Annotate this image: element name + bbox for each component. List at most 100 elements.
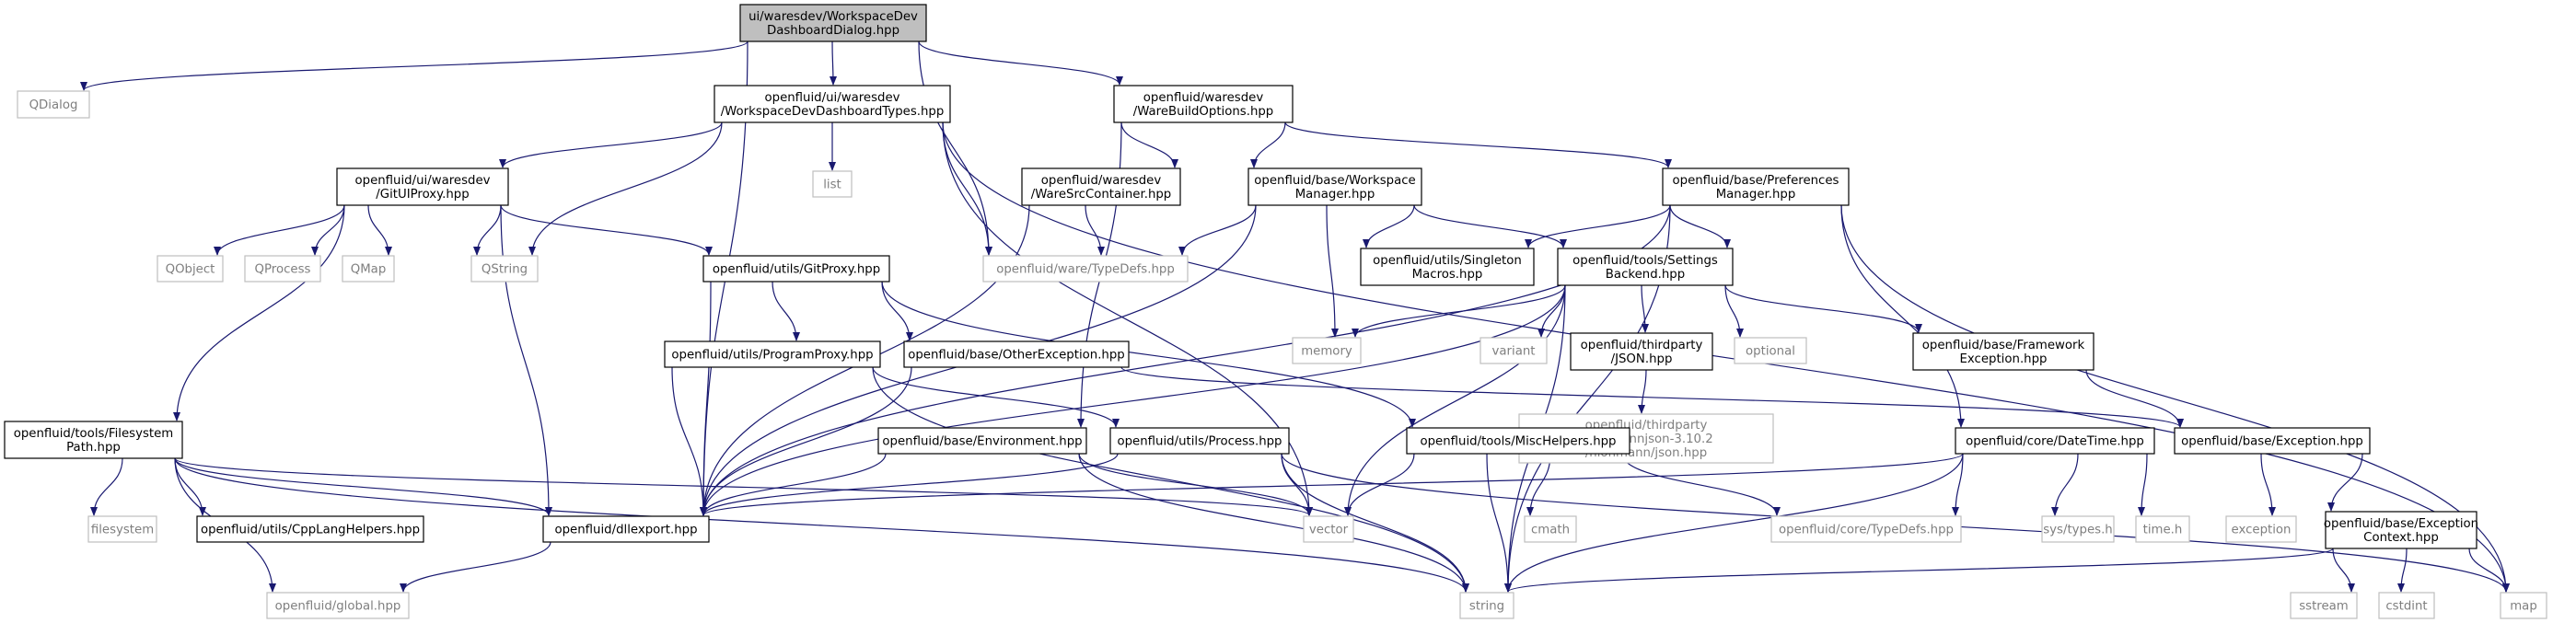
node-memory: memory xyxy=(1292,337,1362,364)
node-box xyxy=(903,340,1130,368)
node-box xyxy=(1557,248,1734,286)
edge-wsmanager-to-singleton xyxy=(1363,204,1415,248)
node-box xyxy=(1292,337,1362,364)
node-label: /WorkspaceDevDashboardTypes.hpp xyxy=(721,105,945,119)
edge-gituiproxy-to-qmap xyxy=(367,204,392,256)
node-label: openfluid/ware/TypeDefs.hpp xyxy=(996,263,1175,277)
node-dashtypes[interactable]: openfluid/ui/waresdev/WorkspaceDevDashbo… xyxy=(714,85,951,123)
node-label: openfluid/ui/waresdev xyxy=(355,174,491,188)
node-label: Context.hpp xyxy=(2363,531,2439,545)
node-stdexception: exception xyxy=(2225,515,2297,543)
node-box xyxy=(1109,427,1290,455)
node-exception[interactable]: openfluid/base/Exception.hpp xyxy=(2174,427,2371,455)
edge-mischelpers-to-vector xyxy=(1344,453,1415,516)
node-label: vector xyxy=(1309,524,1349,537)
node-otherexc[interactable]: openfluid/base/OtherException.hpp xyxy=(903,340,1130,368)
node-waretypedefs: openfluid/ware/TypeDefs.hpp xyxy=(982,255,1189,283)
node-mischelpers[interactable]: openfluid/tools/MiscHelpers.hpp xyxy=(1406,427,1630,455)
node-map: map xyxy=(2500,592,2547,619)
node-label: openfluid/core/TypeDefs.hpp xyxy=(1779,524,1954,537)
node-root[interactable]: ui/waresdev/WorkspaceDevDashboardDialog.… xyxy=(739,4,927,42)
node-box xyxy=(542,515,710,543)
node-box xyxy=(1021,167,1181,206)
node-label: openfluid/global.hpp xyxy=(275,600,401,614)
node-label: openfluid/thirdparty xyxy=(1581,339,1703,352)
edge-process-to-string xyxy=(1281,453,1469,593)
edge-fspath-to-filesystem xyxy=(90,457,123,516)
edge-waresrc-to-waretypedefs xyxy=(1085,204,1105,256)
edge-fspath-to-vector xyxy=(174,457,1313,516)
edge-buildopts-to-prefmanager xyxy=(1284,121,1672,168)
node-json[interactable]: openfluid/thirdparty/JSON.hpp xyxy=(1570,332,1713,371)
node-qdialog: QDialog xyxy=(17,90,90,119)
node-label: Manager.hpp xyxy=(1295,188,1375,202)
node-qprocess: QProcess xyxy=(244,255,321,283)
edge-prefmanager-to-settings xyxy=(1669,204,1731,248)
node-box xyxy=(982,255,1189,283)
node-buildopts[interactable]: openfluid/waresdev/WareBuildOptions.hpp xyxy=(1113,85,1294,123)
node-box xyxy=(17,90,90,119)
edge-prefmanager-to-singleton xyxy=(1525,204,1671,248)
node-label: openfluid/base/Exception.hpp xyxy=(2181,435,2363,449)
edge-datetime-to-timeh xyxy=(2138,453,2148,516)
edge-exccontext-to-cstdint xyxy=(2397,548,2408,593)
edge-datetime-to-coretypedefs xyxy=(1952,453,1964,516)
node-label: ui/waresdev/WorkspaceDev xyxy=(748,10,918,24)
node-coretypedefs: openfluid/core/TypeDefs.hpp xyxy=(1770,515,1962,543)
node-list: list xyxy=(812,170,853,198)
node-label: openfluid/base/Environment.hpp xyxy=(882,435,1082,449)
edge-wsmanager-to-memory xyxy=(1326,204,1339,338)
node-timeh: time.h xyxy=(2135,515,2190,543)
node-waresrc[interactable]: openfluid/waresdev/WareSrcContainer.hpp xyxy=(1021,167,1181,206)
node-box xyxy=(812,170,853,198)
node-box xyxy=(1459,592,1514,619)
node-gituiproxy[interactable]: openfluid/ui/waresdev/GitUIProxy.hpp xyxy=(336,167,509,206)
edge-gituiproxy-to-qstring xyxy=(473,204,502,256)
node-label: sys/types.h xyxy=(2043,524,2113,537)
node-env[interactable]: openfluid/base/Environment.hpp xyxy=(877,427,1087,455)
edge-fspath-to-string xyxy=(174,457,1469,593)
edge-root-to-qdialog xyxy=(80,40,748,91)
edge-datetime-to-dllexport xyxy=(700,453,1964,516)
edge-fspath-to-dllexport xyxy=(174,457,552,516)
node-dllexport[interactable]: openfluid/dllexport.hpp xyxy=(542,515,710,543)
node-box xyxy=(87,515,157,543)
node-cpplang[interactable]: openfluid/utils/CppLangHelpers.hpp xyxy=(196,515,424,543)
node-process[interactable]: openfluid/utils/Process.hpp xyxy=(1109,427,1290,455)
edge-env-to-vector xyxy=(1078,453,1313,516)
edge-exception-to-exccontext xyxy=(2327,453,2363,512)
node-label: time.h xyxy=(2143,524,2183,537)
node-box xyxy=(470,255,539,283)
node-label: /GitUIProxy.hpp xyxy=(376,188,469,202)
node-label: filesystem xyxy=(91,524,154,537)
edge-wsmanager-to-settings xyxy=(1413,204,1567,248)
edge-wsmanager-to-waretypedefs xyxy=(1178,204,1257,256)
node-label: openfluid/dllexport.hpp xyxy=(554,524,697,537)
node-box xyxy=(244,255,321,283)
node-qobject: QObject xyxy=(157,255,224,283)
node-label: Path.hpp xyxy=(66,441,121,455)
edge-exception-to-stdexception xyxy=(2260,453,2276,516)
node-box xyxy=(157,255,224,283)
node-box xyxy=(1955,427,2155,455)
node-label: map xyxy=(2510,600,2537,614)
node-box xyxy=(1113,85,1294,123)
node-box xyxy=(1479,337,1548,364)
node-datetime[interactable]: openfluid/core/DateTime.hpp xyxy=(1955,427,2155,455)
node-box xyxy=(2174,427,2371,455)
node-box xyxy=(702,255,890,283)
edge-settings-to-vector xyxy=(1344,284,1566,516)
node-box xyxy=(342,255,395,283)
node-label: DashboardDialog.hpp xyxy=(767,24,899,38)
node-progproxy[interactable]: openfluid/utils/ProgramProxy.hpp xyxy=(664,340,881,368)
node-label: variant xyxy=(1492,345,1536,359)
node-box xyxy=(1770,515,1962,543)
node-gitproxy[interactable]: openfluid/utils/GitProxy.hpp xyxy=(702,255,890,283)
